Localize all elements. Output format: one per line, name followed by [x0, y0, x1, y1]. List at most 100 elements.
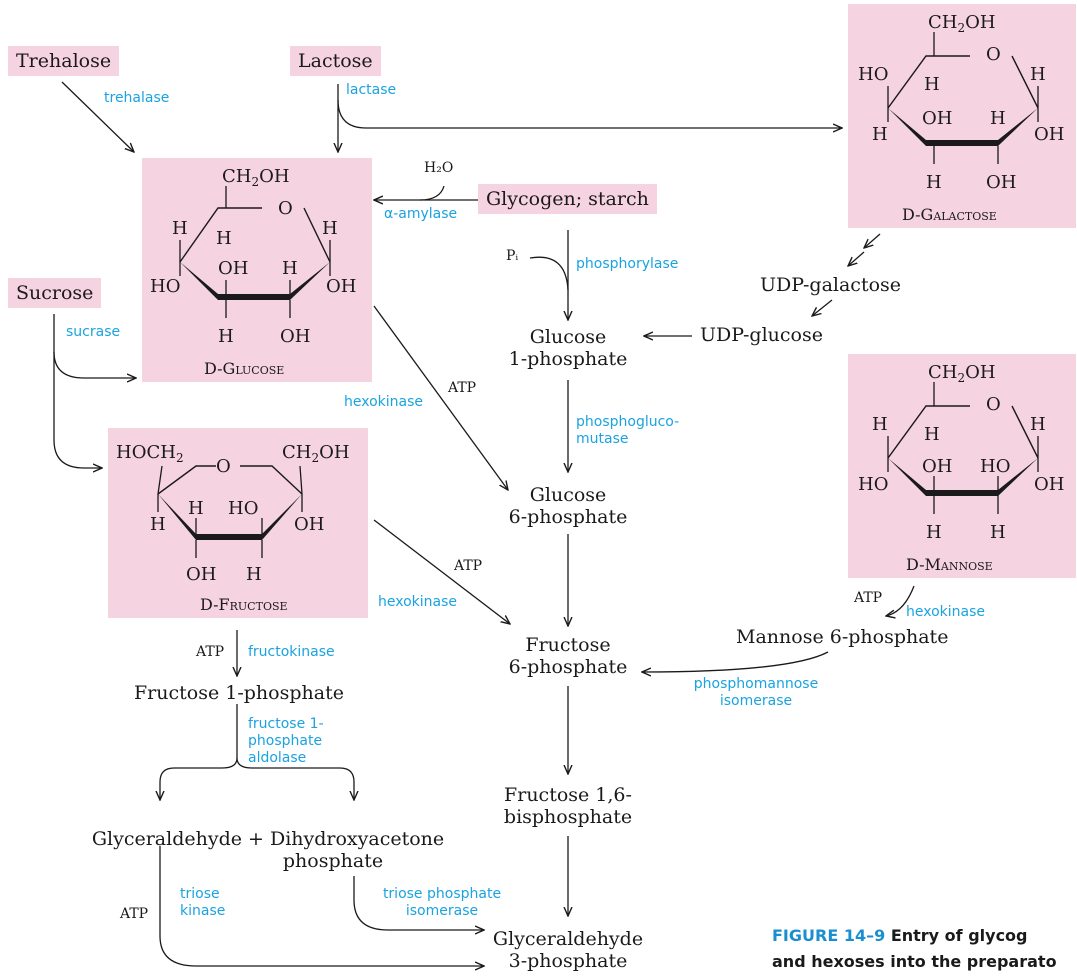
- arrow-aldolase-right: [236, 757, 354, 800]
- svg-text:OH: OH: [186, 564, 216, 585]
- svg-text:OH: OH: [1034, 474, 1064, 495]
- enzyme-hexokinase-mannose: hexokinase: [906, 604, 986, 620]
- svg-text:OH: OH: [922, 456, 952, 477]
- galactose-name: D-Galactose: [902, 205, 997, 224]
- arrow-lactose-galactose: [337, 99, 842, 128]
- svg-text:O: O: [278, 198, 293, 219]
- arrow-hexokinase-glucose: [373, 305, 508, 490]
- svg-text:H: H: [872, 124, 888, 145]
- udp-glucose-label: UDP-glucose: [700, 324, 823, 346]
- cofactor-atp-fructokinase: ATP: [196, 644, 225, 660]
- enzyme-fructokinase: fructokinase: [248, 644, 335, 660]
- enzyme-amylase: α-amylase: [384, 206, 458, 222]
- enzyme-sucrase: sucrase: [66, 324, 121, 340]
- enzyme-trehalase: trehalase: [104, 90, 170, 106]
- figure-caption-line2: and hexoses into the preparato: [772, 952, 1057, 971]
- arrow-trehalose-glucose: [61, 81, 134, 152]
- svg-text:OH: OH: [922, 108, 952, 129]
- svg-text:H: H: [218, 326, 234, 347]
- svg-text:HO: HO: [858, 474, 888, 495]
- svg-text:CH2OH: CH2OH: [928, 12, 996, 35]
- cofactor-phosphate: Pᵢ: [506, 248, 519, 264]
- fructose-bisphosphate-label: Fructose 1,6-bisphosphate: [503, 784, 633, 828]
- svg-text:OH: OH: [326, 276, 356, 297]
- cofactor-atp-triose: ATP: [120, 906, 149, 922]
- svg-text:H: H: [150, 514, 166, 535]
- figure-caption-line1: FIGURE 14–9 Entry of glycog: [772, 926, 1028, 945]
- svg-text:H: H: [926, 522, 942, 543]
- enzyme-lactase: lactase: [346, 82, 397, 98]
- arrow-aldolase-left: [160, 757, 238, 800]
- svg-text:H: H: [924, 74, 940, 95]
- trehalose-label: Trehalose: [8, 46, 120, 76]
- svg-text:HOCH2: HOCH2: [116, 442, 184, 465]
- cofactor-atp-mannose: ATP: [854, 590, 883, 606]
- arrow-galactose-udpgal-1: [864, 233, 881, 248]
- enzyme-phosphoglucomutase: phosphogluco-mutase: [576, 414, 680, 447]
- svg-text:CH2OH: CH2OH: [282, 442, 350, 465]
- arrow-hexokinase-mannose: [886, 585, 915, 616]
- svg-text:H: H: [924, 424, 940, 445]
- svg-text:HO: HO: [858, 64, 888, 85]
- glycogen-starch-label: Glycogen; starch: [478, 184, 657, 214]
- arrow-tpi: [353, 876, 484, 930]
- svg-text:H: H: [246, 564, 262, 585]
- arrow-pmi: [642, 651, 829, 672]
- svg-text:OH: OH: [280, 326, 310, 347]
- arrow-hexokinase-fructose: [373, 519, 510, 624]
- fructose-name: D-Fructose: [200, 595, 288, 614]
- arrow-triose-kinase: [159, 846, 484, 966]
- svg-text:O: O: [986, 394, 1001, 415]
- sucrose-label: Sucrose: [8, 278, 102, 308]
- arrow-sucrose-fructose: [53, 352, 102, 468]
- svg-text:OH: OH: [1034, 124, 1064, 145]
- mannose-name: D-Mannose: [906, 555, 993, 574]
- svg-text:H: H: [872, 414, 888, 435]
- udp-galactose-label: UDP-galactose: [760, 274, 902, 296]
- arrow-udpgal-udpglc: [812, 299, 833, 316]
- svg-text:HO: HO: [150, 276, 180, 297]
- galactose-ring: CH2OH O HO H H H OH H OH H OH: [858, 12, 1064, 193]
- caption-text-1: Entry of glycog: [890, 926, 1028, 945]
- enzyme-hexokinase-glucose: hexokinase: [344, 394, 424, 410]
- fructose-1-phosphate-label: Fructose 1-phosphate: [134, 682, 344, 704]
- svg-text:H: H: [990, 108, 1006, 129]
- enzyme-phosphorylase: phosphorylase: [576, 256, 679, 272]
- svg-text:H: H: [926, 172, 942, 193]
- svg-text:H: H: [188, 498, 204, 519]
- svg-text:H: H: [172, 218, 188, 239]
- cofactor-atp-glucose: ATP: [448, 380, 477, 396]
- svg-text:H: H: [216, 228, 232, 249]
- arrow-galactose-udpgal-2: [848, 251, 865, 266]
- svg-text:HO: HO: [980, 456, 1010, 477]
- svg-text:CH2OH: CH2OH: [222, 166, 290, 189]
- fructose-ring: HOCH2 O CH2OH H H HO OH OH H: [116, 442, 350, 585]
- mannose-ring: CH2OH O H H H HO OH HO OH H H: [858, 362, 1064, 543]
- fructose-structure-box: [108, 428, 368, 618]
- svg-text:CH2OH: CH2OH: [928, 362, 996, 385]
- lactose-label: Lactose: [290, 46, 381, 76]
- glucose-name: D-Glucose: [204, 359, 285, 378]
- svg-text:H: H: [990, 522, 1006, 543]
- svg-text:OH: OH: [986, 172, 1016, 193]
- cofactor-water: H₂O: [424, 160, 454, 176]
- figure-number: FIGURE 14–9: [772, 926, 886, 945]
- svg-text:H: H: [282, 258, 298, 279]
- mannose-6-phosphate-label: Mannose 6-phosphate: [736, 626, 949, 648]
- enzyme-hexokinase-fructose: hexokinase: [378, 594, 458, 610]
- svg-text:O: O: [216, 456, 231, 477]
- svg-text:OH: OH: [294, 514, 324, 535]
- glucose-ring: CH2OH O H H H HO OH H OH H OH: [150, 166, 356, 347]
- svg-text:H: H: [1030, 414, 1046, 435]
- svg-text:OH: OH: [218, 258, 248, 279]
